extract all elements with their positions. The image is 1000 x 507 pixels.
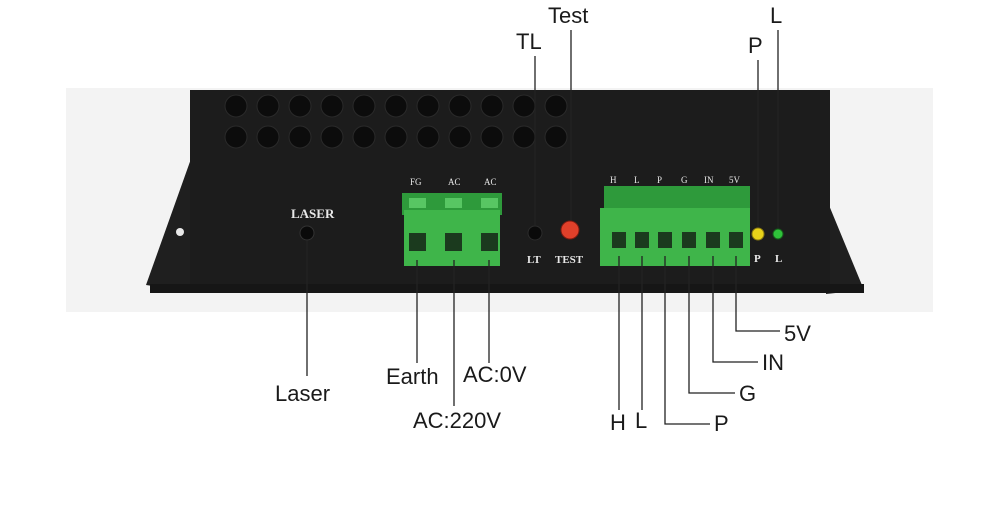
vent-hole — [512, 94, 536, 118]
laser-port — [299, 225, 315, 241]
signal-silk-label-p: P — [657, 175, 663, 185]
vent-hole — [384, 125, 408, 149]
power-silk-label-3: AC — [484, 177, 497, 187]
left-mounting-flange — [146, 156, 192, 292]
vent-hole — [384, 94, 408, 118]
power-terminal-1 — [409, 233, 426, 251]
callout-p: P — [714, 411, 729, 436]
vent-hole — [544, 125, 568, 149]
housing-bottom-edge — [150, 284, 864, 293]
leader-p — [664, 256, 710, 425]
power-silk-label-1: FG — [410, 177, 422, 187]
signal-terminal-block — [600, 186, 750, 266]
signal-terminal-in — [706, 232, 720, 248]
test-button[interactable] — [560, 220, 580, 240]
callout-l-led: L — [770, 3, 783, 28]
callout-l: L — [635, 408, 648, 433]
vent-hole — [544, 94, 568, 118]
lt-silk-label: LT — [527, 254, 541, 266]
l-led-silk-label: L — [775, 253, 783, 265]
vent-hole — [480, 125, 504, 149]
vent-hole — [352, 94, 376, 118]
vent-hole — [448, 125, 472, 149]
callout-ac-220v: AC:220V — [413, 408, 502, 433]
vent-hole — [320, 125, 344, 149]
callout-ac-0v: AC:0V — [463, 362, 527, 387]
vent-hole — [416, 94, 440, 118]
callout-in: IN — [762, 350, 784, 375]
callout-g: G — [739, 381, 757, 406]
vent-hole — [224, 94, 248, 118]
callout-laser: Laser — [275, 381, 331, 406]
leader-g — [688, 256, 735, 394]
right-mounting-flange — [826, 198, 864, 294]
vent-hole — [256, 94, 280, 118]
signal-silk-label-5v: 5V — [729, 175, 740, 185]
vent-hole — [288, 125, 312, 149]
signal-terminal-l — [635, 232, 649, 248]
callout-5v: 5V — [784, 321, 811, 346]
p-led — [751, 227, 765, 241]
vent-hole — [416, 125, 440, 149]
leader-in — [712, 256, 758, 363]
leader-lines — [306, 30, 780, 425]
vent-hole — [352, 125, 376, 149]
signal-terminal-g — [682, 232, 696, 248]
lt-indicator — [527, 225, 543, 241]
callout-tl: TL — [516, 29, 542, 54]
vent-hole — [320, 94, 344, 118]
test-silk-label: TEST — [555, 254, 584, 266]
vent-hole — [448, 94, 472, 118]
callout-test: Test — [548, 3, 589, 28]
laser-silk-label: LASER — [291, 206, 335, 221]
vent-hole — [512, 125, 536, 149]
signal-silk-label-h: H — [610, 175, 617, 185]
l-led — [772, 228, 784, 240]
signal-silk-label-in: IN — [704, 175, 714, 185]
vent-hole — [288, 94, 312, 118]
signal-silk-label-l: L — [634, 175, 640, 185]
power-terminal-block — [402, 193, 502, 266]
vent-hole — [224, 125, 248, 149]
signal-terminal-5v — [729, 232, 743, 248]
vent-hole — [480, 94, 504, 118]
signal-terminal-h — [612, 232, 626, 248]
leader-5v — [735, 256, 780, 332]
ventilation-holes — [224, 94, 568, 149]
power-terminal-2 — [445, 233, 462, 251]
power-terminal-3 — [481, 233, 498, 251]
p-led-silk-label: P — [754, 253, 761, 265]
callout-earth: Earth — [386, 364, 439, 389]
left-flange-hole — [176, 228, 184, 236]
vent-hole — [256, 125, 280, 149]
power-silk-label-2: AC — [448, 177, 461, 187]
callout-h: H — [610, 410, 626, 435]
signal-silk-label-g: G — [681, 175, 688, 185]
signal-terminal-p — [658, 232, 672, 248]
callout-p-led: P — [748, 33, 763, 58]
